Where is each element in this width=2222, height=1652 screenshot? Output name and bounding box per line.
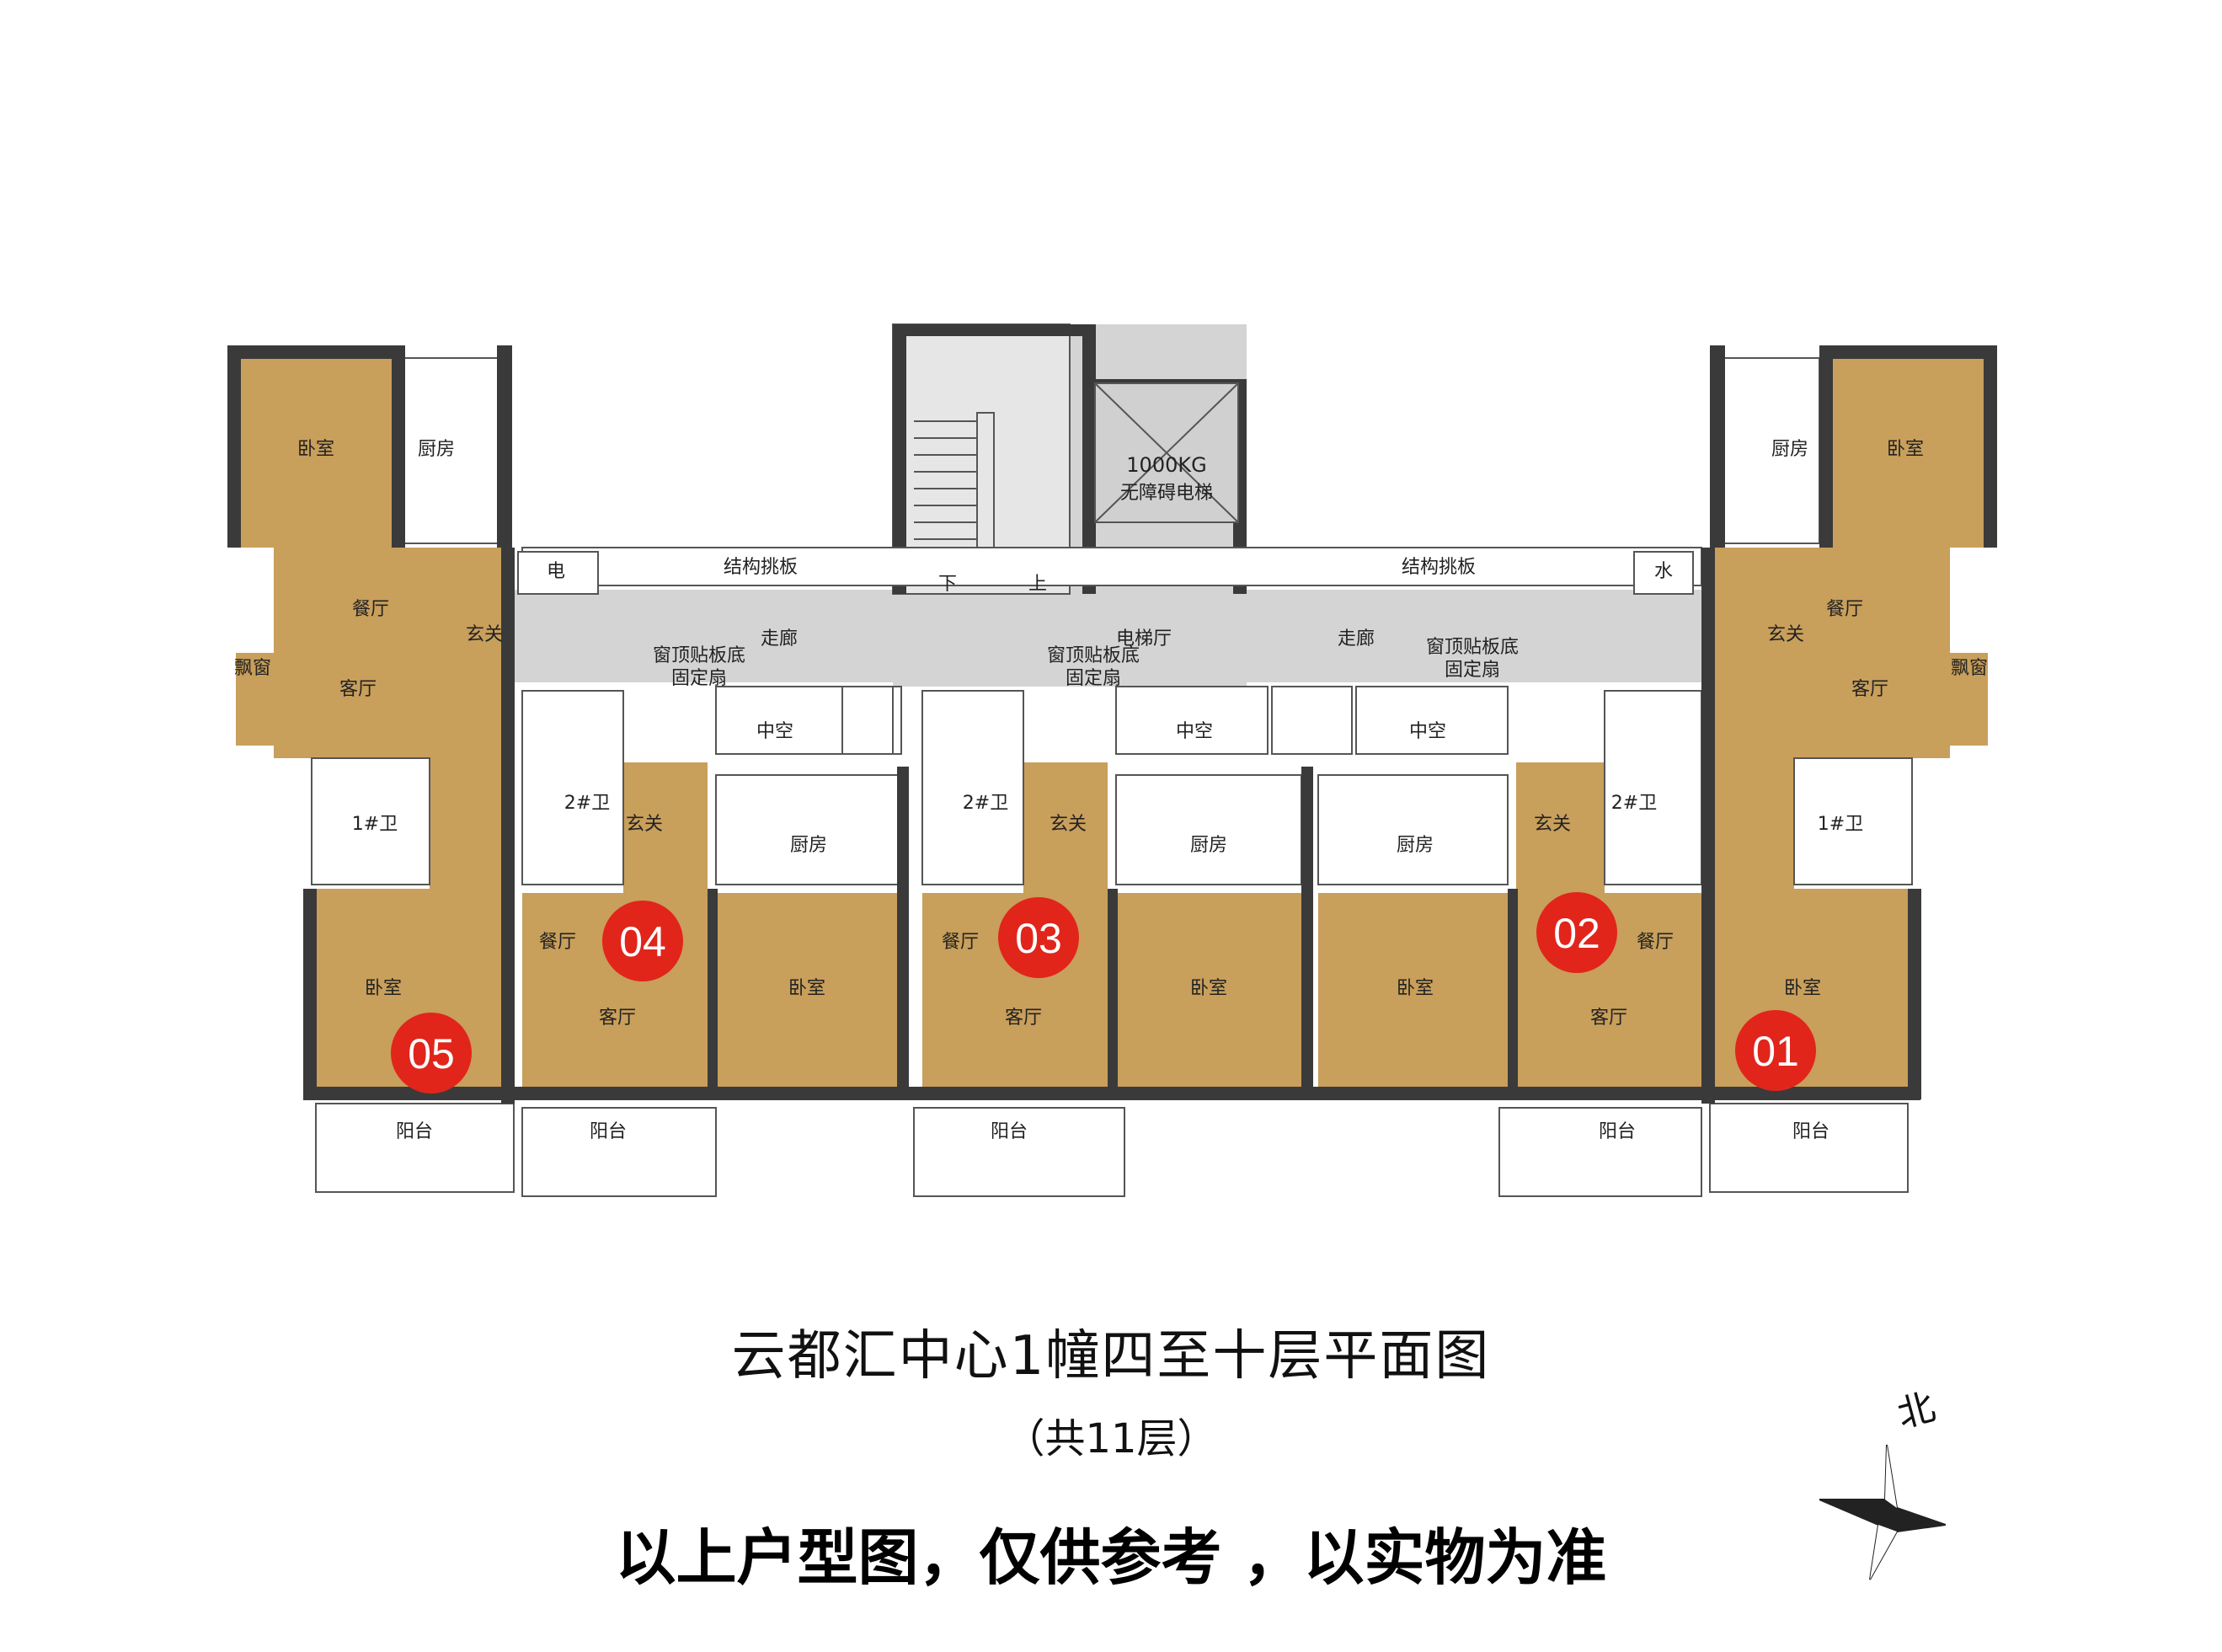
label-bedroom-03: 卧室: [1190, 978, 1227, 999]
common-area: [514, 323, 1710, 755]
label-living-05: 客厅: [339, 679, 377, 700]
svg-text:02: 02: [1553, 910, 1600, 957]
label-foyer-04: 玄关: [626, 814, 663, 835]
label-void-1: 中空: [756, 721, 793, 742]
label-bath2-02: 2#卫: [1611, 793, 1657, 814]
label-balcony-05: 阳台: [396, 1121, 433, 1142]
label-living-02: 客厅: [1590, 1008, 1627, 1029]
label-living-01: 客厅: [1851, 679, 1888, 700]
unit-05: [227, 345, 515, 1193]
plan-subtitle: （共11层）: [1004, 1415, 1218, 1462]
label-elevator-hall: 电梯厅: [1116, 628, 1172, 650]
label-dining-01: 餐厅: [1826, 599, 1863, 620]
label-bay-window-05: 飘窗: [234, 658, 271, 679]
unit-04: [514, 690, 910, 1197]
label-foyer-02: 玄关: [1534, 814, 1571, 835]
label-balcony-01: 阳台: [1792, 1121, 1829, 1142]
room-labels: 卧室 厨房 餐厅 玄关 客厅 飘窗 1#卫 卧室 阳台 2#卫 玄关 厨房 餐厅…: [234, 439, 1988, 1142]
label-bay-window-01: 飘窗: [1951, 658, 1988, 679]
label-bedroom-05: 卧室: [365, 978, 402, 999]
label-window-note-2-left: 固定扇: [671, 668, 727, 689]
label-living-03: 客厅: [1005, 1008, 1042, 1029]
label-corridor-left: 走廊: [761, 628, 798, 650]
unit-badge-05: 05: [391, 1013, 472, 1093]
label-dining-05: 餐厅: [352, 599, 389, 620]
label-bath2-03: 2#卫: [963, 793, 1008, 814]
north-arrow-icon: 北: [1819, 1386, 1946, 1580]
svg-text:03: 03: [1015, 915, 1062, 962]
label-foyer-05: 玄关: [466, 624, 503, 645]
label-window-note-1-left: 窗顶贴板底: [653, 645, 745, 666]
svg-text:05: 05: [408, 1030, 455, 1077]
label-kitchen-02: 厨房: [1397, 835, 1434, 856]
label-foyer-03: 玄关: [1050, 814, 1087, 835]
label-bath2-04: 2#卫: [564, 793, 610, 814]
label-structural-slab-left: 结构挑板: [724, 557, 798, 578]
label-kitchen-01: 厨房: [1771, 439, 1808, 460]
label-bedroom-02: 卧室: [1397, 978, 1434, 999]
unit-badge-03: 03: [998, 897, 1079, 978]
label-window-note-2-mid: 固定扇: [1066, 668, 1121, 689]
label-bath1-01: 1#卫: [1818, 814, 1863, 835]
label-void-3: 中空: [1409, 721, 1446, 742]
label-corridor-right: 走廊: [1338, 628, 1375, 650]
label-void-2: 中空: [1176, 721, 1213, 742]
label-window-note-1-right: 窗顶贴板底: [1426, 637, 1519, 658]
unit-badge-01: 01: [1735, 1010, 1816, 1091]
label-bedroom-05-top: 卧室: [297, 439, 334, 460]
label-window-note-2-right: 固定扇: [1445, 660, 1500, 681]
svg-text:01: 01: [1752, 1028, 1799, 1075]
label-balcony-02: 阳台: [1599, 1121, 1636, 1142]
north-label: 北: [1893, 1386, 1940, 1437]
label-electric: 电: [547, 561, 565, 582]
label-dining-04: 餐厅: [539, 932, 576, 953]
disclaimer: 以上户型图，仅供参考 ，以实物为准: [615, 1522, 1607, 1593]
label-elevator-capacity: 1000KG: [1126, 453, 1206, 477]
plan-title: 云都汇中心1幢四至十层平面图: [731, 1325, 1491, 1387]
label-kitchen-04: 厨房: [790, 835, 827, 856]
label-balcony-04: 阳台: [590, 1121, 627, 1142]
label-structural-slab-right: 结构挑板: [1402, 557, 1476, 578]
label-kitchen-03: 厨房: [1190, 835, 1227, 856]
unit-badge-02: 02: [1536, 892, 1617, 973]
label-bedroom-01-top: 卧室: [1887, 439, 1924, 460]
label-bedroom-01: 卧室: [1784, 978, 1821, 999]
label-dining-03: 餐厅: [942, 932, 979, 953]
svg-text:04: 04: [619, 918, 666, 965]
label-elevator-type: 无障碍电梯: [1120, 483, 1213, 504]
unit-badge-04: 04: [602, 901, 683, 981]
label-kitchen-05: 厨房: [418, 439, 455, 460]
label-bath1-05: 1#卫: [352, 814, 398, 835]
label-living-04: 客厅: [599, 1008, 636, 1029]
label-window-note-1-mid: 窗顶贴板底: [1047, 645, 1140, 666]
label-stair-down: 下: [938, 574, 957, 595]
label-dining-02: 餐厅: [1637, 932, 1674, 953]
label-balcony-03: 阳台: [991, 1121, 1028, 1142]
label-stair-up: 上: [1028, 574, 1047, 595]
label-water: 水: [1654, 561, 1673, 582]
unit-01: [1701, 345, 1997, 1193]
label-bedroom-04: 卧室: [788, 978, 825, 999]
label-foyer-01: 玄关: [1767, 624, 1804, 645]
unit-badges: 01 02 03 04 05: [391, 892, 1816, 1093]
